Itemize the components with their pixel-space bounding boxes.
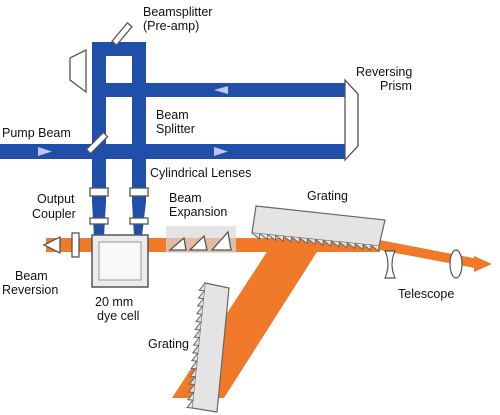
label-output-coupler-sub: Coupler [32, 207, 76, 221]
label-grating-upper: Grating [307, 189, 348, 203]
label-beam-expansion: Beam [169, 191, 202, 205]
cylindrical-lens-right-2 [129, 217, 149, 225]
cylindrical-lens-left-2 [89, 217, 109, 225]
label-beamsplitter-preamp: Beamsplitter [143, 5, 212, 19]
label-reversing-prism: Reversing [356, 65, 412, 79]
labels-group: Beamsplitter (Pre-amp) Reversing Prism P… [2, 5, 454, 351]
folding-prism-left [69, 48, 87, 94]
output-coupler [71, 232, 80, 258]
label-output-coupler: Output [37, 192, 75, 206]
label-beam-expansion-sub: Expansion [169, 205, 227, 219]
label-telescope: Telescope [398, 287, 454, 301]
label-beam-splitter-sub: Splitter [156, 122, 195, 136]
cylindrical-lens-right [129, 187, 149, 197]
telescope-lens-concave [384, 250, 396, 279]
reversing-prism [344, 78, 359, 162]
pump-beam-group [0, 42, 345, 236]
telescope-lens-convex [449, 249, 463, 279]
optics-group [42, 21, 463, 413]
grating-upper-teeth [251, 232, 380, 252]
expansion-prism-1 [168, 236, 187, 251]
label-dye-cell-sub: dye cell [97, 309, 139, 323]
pump-beam-vertical-right [132, 42, 146, 202]
beamsplitter-preamp [111, 21, 133, 47]
label-beam-reversion: Beam [15, 269, 48, 283]
pump-direction-arrows [38, 86, 228, 156]
label-reversing-prism-sub: Prism [380, 79, 412, 93]
arrow-right-icon [214, 147, 228, 156]
label-cylindrical-lenses: Cylindrical Lenses [150, 166, 251, 180]
label-beam-reversion-sub: Reversion [2, 283, 58, 297]
arrow-right-icon [38, 147, 52, 156]
label-grating-lower: Grating [148, 337, 189, 351]
expansion-prism-3 [210, 230, 232, 251]
pump-beam-main [0, 144, 345, 159]
laser-beam-output [380, 240, 480, 269]
label-beamsplitter-preamp-sub: (Pre-amp) [143, 19, 199, 33]
arrow-left-icon [214, 86, 228, 94]
output-arrow-icon [474, 256, 492, 272]
label-beam-splitter: Beam [156, 108, 189, 122]
expansion-prism-2 [188, 234, 208, 251]
pump-beam-vertical-left [92, 42, 106, 202]
label-pump-beam: Pump Beam [2, 126, 71, 140]
label-dye-cell: 20 mm [95, 295, 133, 309]
beam-splitter-plate [85, 131, 109, 155]
beam-reversion-arrow-icon [42, 235, 61, 255]
dye-cell-window [98, 241, 142, 281]
cylindrical-lens-left [89, 187, 109, 197]
grating-lower-teeth [186, 282, 206, 409]
